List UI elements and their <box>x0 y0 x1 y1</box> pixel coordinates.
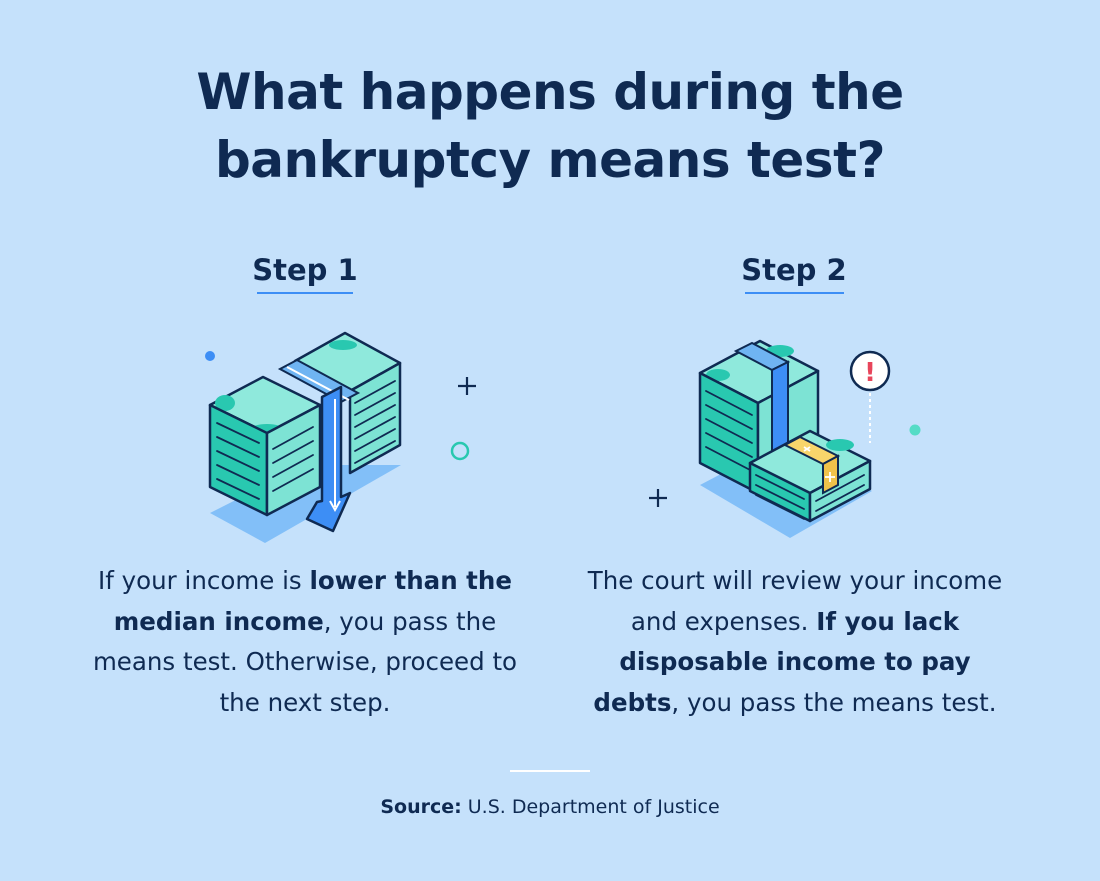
step-2-description: The court will review your income and ex… <box>575 561 1015 723</box>
step-1-text-before: If your income is <box>98 566 310 595</box>
source-value: U.S. Department of Justice <box>461 796 720 818</box>
step-2-heading: Step 2 <box>741 253 847 287</box>
step-2-text-before: The court will review your income and ex… <box>587 566 1003 636</box>
money-stack-down-arrow-icon <box>205 331 476 543</box>
step-1-heading: Step 1 <box>252 253 358 287</box>
step-2-underline <box>745 292 844 294</box>
title-line-1: What happens during the <box>196 63 904 121</box>
step-1-text-bold: lower than the median income <box>113 566 512 636</box>
step-1-description: If your income is lower than the median … <box>85 561 525 723</box>
money-stacks-alert-icon: ! <box>649 339 921 538</box>
source-line: Source: U.S. Department of Justice <box>0 794 1100 820</box>
step-2-text-bold: If you lack disposable income to pay deb… <box>593 606 971 717</box>
page-title: What happens during the bankruptcy means… <box>0 58 1100 194</box>
step-2-text-after: , you pass the means test. <box>671 687 997 717</box>
step-1-underline <box>257 292 353 294</box>
title-line-2: bankruptcy means test? <box>215 131 885 189</box>
source-label: Source: <box>380 796 462 818</box>
step-1-text-after: , you pass the means test. Otherwise, pr… <box>92 606 518 717</box>
alert-glyph: ! <box>864 358 876 388</box>
source-divider <box>510 770 590 772</box>
